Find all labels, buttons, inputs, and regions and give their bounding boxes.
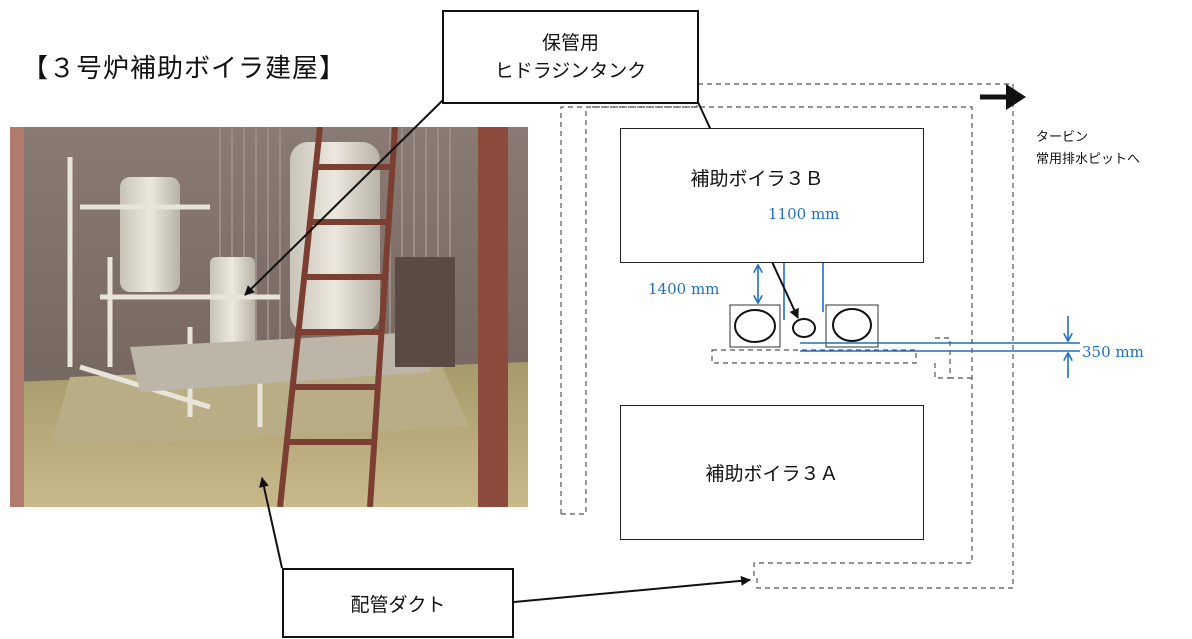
turbine-note-line1: タービン [1036,130,1089,145]
boiler-3a: 補助ボイラ３Ａ [620,405,924,540]
turbine-note-line2: 常用排水ピットへ [1036,152,1141,167]
tank-left [729,304,781,348]
boiler-3b-label: 補助ボイラ３Ｂ [690,168,824,190]
page-title: 【３号炉補助ボイラ建屋】 [22,54,347,84]
pipe-duct-label: 配管ダクト [350,593,446,616]
hydrazine-callout-line1: 保管用 [541,32,599,54]
boiler-3b: 補助ボイラ３Ｂ [620,128,924,263]
hydrazine-callout-line2: ヒドラジンタンク [494,60,647,82]
hydrazine-tank-callout: 保管用 ヒドラジンタンク [442,10,699,104]
pipe-duct-callout: 配管ダクト [282,568,514,638]
boiler-room-photo [10,127,528,507]
dimension-duct-depth: 350 mm [1082,343,1144,361]
turbine-note: タービン 常用排水ピットへ [1036,127,1140,171]
dimension-width: 1100 mm [768,205,840,223]
flow-arrow-icon [1006,84,1026,110]
dimension-height: 1400 mm [648,280,720,298]
hydrazine-tank-symbol [792,318,816,338]
boiler-3a-label: 補助ボイラ３Ａ [705,463,839,485]
